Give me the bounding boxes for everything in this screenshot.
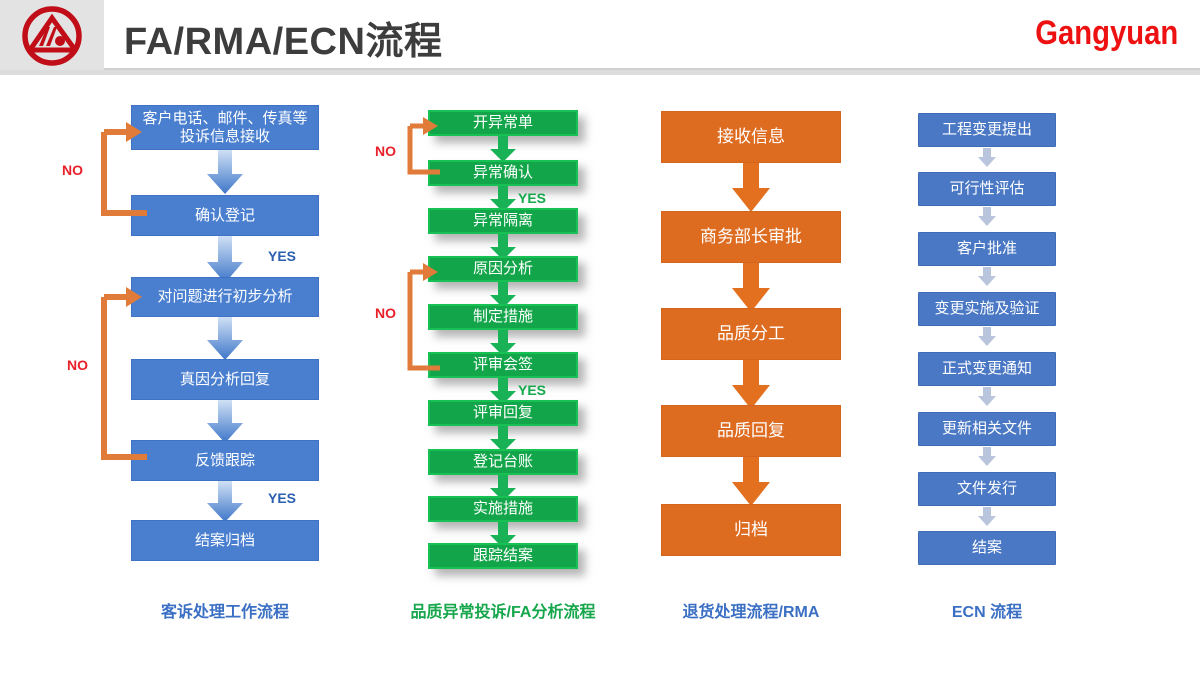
flow-loop-arrow-no — [92, 287, 152, 463]
flow-node[interactable]: 客户批准 — [918, 232, 1056, 266]
flow-node[interactable]: 客户电话、邮件、传真等 投诉信息接收 — [131, 105, 319, 150]
flow-loop-arrow-no — [398, 114, 444, 176]
flow-arrow-down — [976, 207, 998, 227]
flow-caption: 品质异常投诉/FA分析流程 — [410, 604, 596, 621]
flow-arrow-down — [488, 186, 518, 213]
flow-node[interactable]: 评审回复 — [428, 400, 578, 426]
flow-node[interactable]: 品质回复 — [661, 405, 841, 457]
flow-column-fa-analysis: 开异常单 异常确认 异常隔离 原因分析 制定措施 评审会签 评审回复 登记台账 — [370, 0, 630, 674]
flow-node[interactable]: 实施措施 — [428, 496, 578, 522]
branch-label-yes: YES — [268, 248, 297, 264]
flow-arrow-down — [976, 148, 998, 168]
flow-node[interactable]: 变更实施及验证 — [918, 292, 1056, 326]
flow-caption: 客诉处理工作流程 — [160, 604, 289, 621]
flow-node[interactable]: 跟踪结案 — [428, 543, 578, 569]
flow-arrow-down — [488, 136, 518, 163]
flow-node[interactable]: 真因分析回复 — [131, 359, 319, 400]
flow-arrow-down — [488, 475, 518, 502]
flow-node[interactable]: 开异常单 — [428, 110, 578, 136]
flow-node[interactable]: 接收信息 — [661, 111, 841, 163]
flow-node[interactable]: 归档 — [661, 504, 841, 556]
flow-arrow-down — [728, 163, 774, 213]
flow-column-ecn: 工程变更提出 可行性评估 客户批准 变更实施及验证 正式变更通知 更新相关文件 … — [900, 0, 1100, 674]
flow-node[interactable]: 登记台账 — [428, 449, 578, 475]
flow-node[interactable]: 异常隔离 — [428, 208, 578, 234]
flow-node[interactable]: 反馈跟踪 — [131, 440, 319, 481]
flow-arrow-down — [728, 360, 774, 410]
flow-arrow-down — [488, 426, 518, 453]
branch-label-yes: YES — [518, 382, 547, 398]
flow-arrow-down — [488, 330, 518, 357]
flow-arrow-down — [728, 263, 774, 313]
flow-arrow-down — [976, 447, 998, 467]
flow-arrow-down — [488, 522, 518, 549]
flow-node[interactable]: 更新相关文件 — [918, 412, 1056, 446]
flow-caption: 退货处理流程/RMA — [682, 604, 820, 621]
header-inner-rule — [104, 68, 1200, 71]
flow-node[interactable]: 文件发行 — [918, 472, 1056, 506]
flow-node[interactable]: 评审会签 — [428, 352, 578, 378]
flow-node[interactable]: 制定措施 — [428, 304, 578, 330]
flow-column-rma: 接收信息 商务部长审批 品质分工 品质回复 归档 退货处理流程/RMA — [640, 0, 890, 674]
flow-node[interactable]: 工程变更提出 — [918, 113, 1056, 147]
flow-arrow-down — [205, 317, 245, 361]
flow-caption: ECN 流程 — [951, 604, 1023, 621]
branch-label-no: NO — [62, 162, 83, 178]
brand-wordmark: Gangyuan — [1035, 14, 1178, 52]
flow-node[interactable]: 商务部长审批 — [661, 211, 841, 263]
branch-label-no: NO — [67, 357, 88, 373]
flow-arrow-down — [976, 507, 998, 527]
branch-label-yes: YES — [518, 190, 547, 206]
flow-node[interactable]: 结案归档 — [131, 520, 319, 561]
flow-node[interactable]: 确认登记 — [131, 195, 319, 236]
flow-node[interactable]: 可行性评估 — [918, 172, 1056, 206]
gangyuan-logo-icon — [16, 5, 88, 67]
flow-arrow-down — [205, 481, 245, 523]
flow-arrow-down — [205, 236, 245, 284]
flow-arrow-down — [976, 267, 998, 287]
flow-node[interactable]: 原因分析 — [428, 256, 578, 282]
flow-node[interactable]: 品质分工 — [661, 308, 841, 360]
title-plate — [104, 0, 1200, 70]
flow-arrow-down — [488, 234, 518, 261]
flow-arrow-down — [205, 150, 245, 195]
slide-header: FA/RMA/ECN流程 Gangyuan — [0, 0, 1200, 75]
header-divider — [0, 70, 1200, 75]
flow-loop-arrow-no — [92, 118, 152, 220]
branch-label-no: NO — [375, 305, 396, 321]
flow-arrow-down — [976, 327, 998, 347]
flow-arrow-down — [488, 378, 518, 405]
branch-label-no: NO — [375, 143, 396, 159]
flow-node[interactable]: 对问题进行初步分析 — [131, 277, 319, 317]
flow-arrow-down — [488, 282, 518, 309]
flow-arrow-down — [976, 387, 998, 407]
flow-node[interactable]: 正式变更通知 — [918, 352, 1056, 386]
flow-node[interactable]: 结案 — [918, 531, 1056, 565]
flow-loop-arrow-no — [398, 260, 444, 372]
branch-label-yes: YES — [268, 490, 297, 506]
flow-arrow-down — [728, 457, 774, 507]
page-title: FA/RMA/ECN流程 — [124, 21, 443, 63]
flow-column-customer-complaint: 客户电话、邮件、传真等 投诉信息接收 确认登记 对问题进行初步分析 — [0, 0, 340, 674]
flow-arrow-down — [205, 400, 245, 444]
flow-node[interactable]: 异常确认 — [428, 160, 578, 186]
